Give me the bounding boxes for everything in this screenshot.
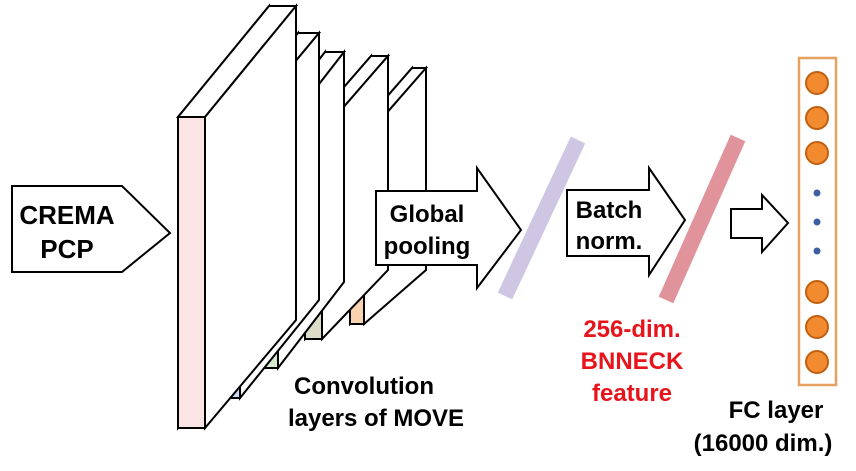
- pooling-feature-bar: [497, 136, 586, 300]
- fc-layer: FC layer (16000 dim.): [694, 56, 838, 457]
- feature-label-line1: 256-dim.: [583, 316, 680, 343]
- batchnorm-block: Batch norm.: [566, 164, 687, 279]
- fc-label-line1: FC layer: [729, 397, 824, 424]
- fc-ellipsis-dot-3: [813, 247, 821, 255]
- fc-node-2: [805, 106, 829, 130]
- fc-node-3: [805, 141, 829, 165]
- fc-node-6: [805, 350, 829, 374]
- fc-node-4: [805, 280, 829, 304]
- feature-label: 256-dim. BNNECK feature: [581, 316, 684, 407]
- conv-layers: Convolution layers of MOVE: [175, 3, 464, 432]
- fc-label-line2: (16000 dim.): [694, 430, 833, 457]
- batchnorm-arrow-shape: [566, 164, 687, 279]
- bnneck-feature-bar: [658, 134, 746, 304]
- conv-layer-1-face: [177, 116, 206, 429]
- input-block: CREMA PCP: [11, 185, 172, 273]
- feature-label-line2: BNNECK: [581, 348, 684, 375]
- fc-node-1: [805, 71, 829, 95]
- fc-ellipsis-dot-2: [813, 218, 821, 226]
- fc-ellipsis-dot-1: [813, 189, 821, 197]
- pooling-block: Global pooling: [375, 164, 523, 291]
- conv-layer-1: [175, 3, 299, 431]
- conv-label-line2: layers of MOVE: [288, 405, 464, 432]
- input-arrow-shape: [11, 185, 172, 273]
- pooling-label-line1: Global: [390, 201, 465, 228]
- batchnorm-label-line2: norm.: [576, 228, 643, 255]
- input-label-line1: CREMA: [19, 200, 115, 230]
- fc-input-arrow: [730, 192, 790, 255]
- conv-label-line1: Convolution: [294, 373, 434, 400]
- fc-nodes: [805, 71, 829, 374]
- fc-node-5: [805, 315, 829, 339]
- pooling-label-line2: pooling: [384, 233, 471, 260]
- pooling-arrow-shape: [375, 164, 523, 291]
- batchnorm-label-line1: Batch: [576, 197, 643, 224]
- feature-label-line3: feature: [592, 380, 672, 407]
- input-label-line2: PCP: [40, 234, 93, 264]
